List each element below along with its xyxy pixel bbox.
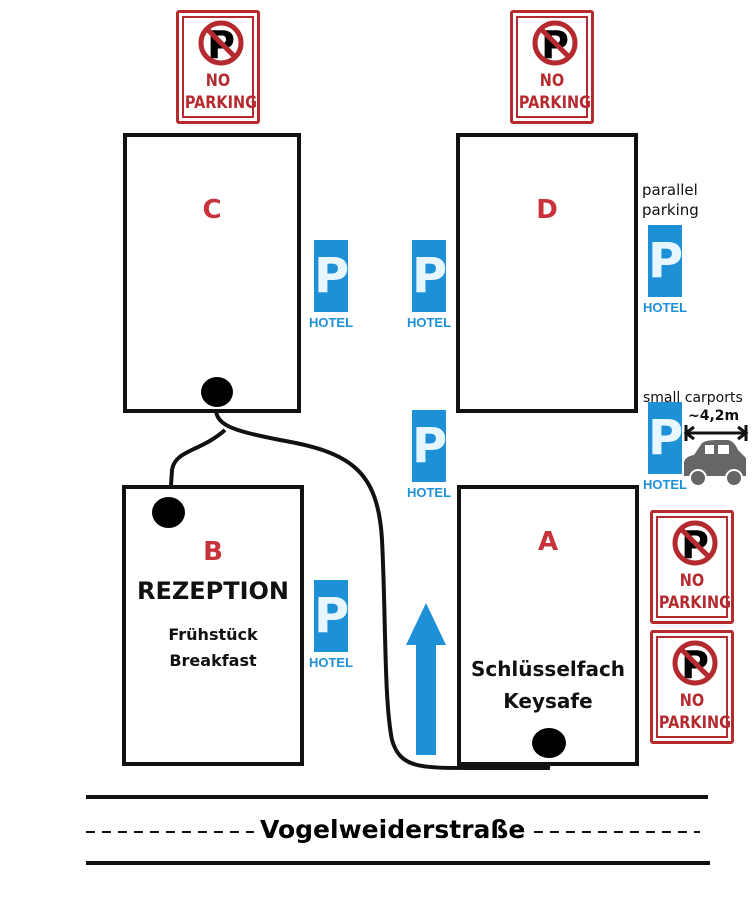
entrance-marker-c (201, 377, 233, 407)
no-parking-icon: P (672, 640, 718, 687)
carport-width: ~4,2m (688, 408, 740, 424)
no-parking-icon: P (672, 520, 718, 567)
parking-icon: P (314, 240, 349, 312)
reception-label: REZEPTION (136, 577, 290, 605)
entrance-marker-a (532, 728, 566, 758)
building-d: D (456, 133, 638, 413)
parking-icon: P (412, 410, 447, 482)
building-c: C (123, 133, 301, 413)
parallel-parking-note: parallel parking (642, 181, 699, 219)
direction-arrow-icon (406, 603, 446, 755)
building-b-reception: B REZEPTION Frühstück Breakfast (122, 485, 304, 766)
no-parking-sign: P NO PARKING (176, 10, 260, 124)
no-parking-sign: P NO PARKING (510, 10, 594, 124)
walking-route (213, 404, 552, 770)
building-a-keysafe: A Schlüsselfach Keysafe (457, 485, 639, 766)
carport-width-arrow-icon (683, 425, 749, 441)
carports-note: small carports (643, 390, 743, 406)
no-parking-sign: P NO PARKING (650, 630, 734, 744)
street-name: Vogelweiderstraße (254, 815, 532, 844)
keysafe-label-en: Keysafe (503, 689, 593, 713)
walking-route-branch (168, 428, 227, 501)
no-parking-icon: P (198, 20, 244, 67)
building-letter: A (537, 527, 559, 557)
no-parking-sign: P NO PARKING (650, 510, 734, 624)
parking-icon: P (412, 240, 447, 312)
parking-icon: P (648, 225, 683, 297)
no-parking-icon: P (532, 20, 578, 67)
parking-icon: P (648, 402, 683, 474)
building-letter: D (536, 195, 558, 225)
keysafe-label-de: Schlüsselfach (470, 657, 626, 681)
car-icon (684, 440, 746, 487)
parking-icon: P (314, 580, 349, 652)
building-letter: C (202, 195, 222, 225)
building-letter: B (203, 537, 223, 567)
breakfast-label-de: Frühstück (168, 625, 258, 644)
entrance-marker-b (152, 497, 185, 528)
breakfast-label-en: Breakfast (169, 651, 257, 670)
